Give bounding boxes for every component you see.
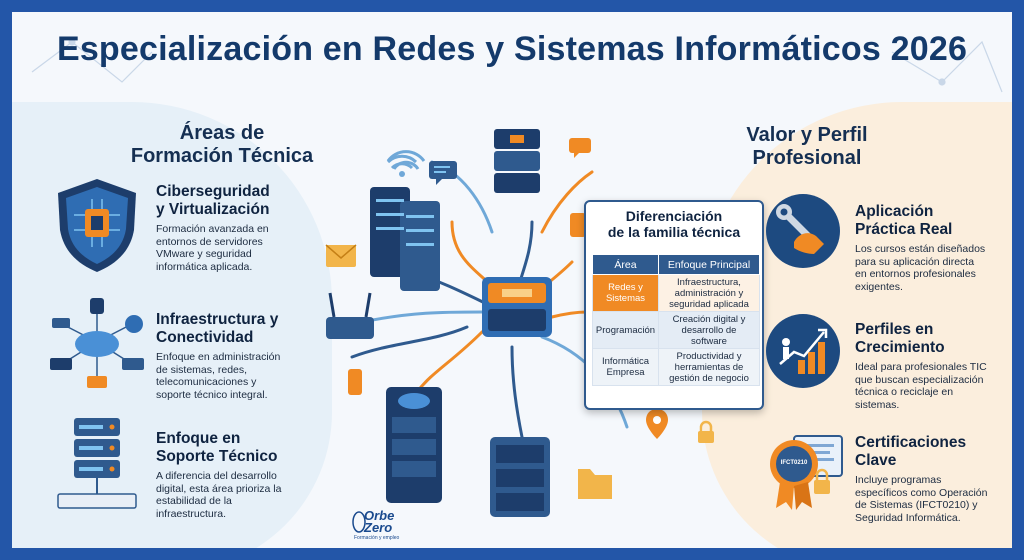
wrench-hand-icon [766,194,840,268]
table-header-enfoque: Enfoque Principal [658,254,760,275]
infographic-canvas: Especialización en Redes y Sistemas Info… [12,12,1012,548]
page-title: Especialización en Redes y Sistemas Info… [56,30,968,68]
logo-line1: Orbe [364,508,395,523]
logo-line2: Zero [364,520,393,535]
lock-icon [698,420,714,443]
logo-orbit-icon [352,511,366,533]
shield-chip-icon [58,179,136,272]
chat-bubble-icon [429,161,457,185]
servers-network-illustration [325,129,612,517]
wifi-icon [386,154,418,177]
left-panel-title-line1: Áreas de [179,122,265,144]
right-panel-title-line1: Valor y Perfil [746,124,868,146]
location-pin-icon [646,409,668,439]
server-rack-icon [57,418,137,509]
logo-tagline: Formación y empleo [354,535,400,541]
chat-bubble-icon [569,138,591,158]
certificate-badge-label: IFCT0210 [780,460,808,466]
network-cloud-icon [50,298,144,388]
table-cell-area: Programación [592,311,659,349]
differentiation-table-card: Diferenciación de la familia técnica Áre… [584,200,764,410]
left-panel-title: Áreas de Formación Técnica [122,122,322,168]
right-panel-title-line2: Profesional [752,147,862,169]
right-panel-title: Valor y Perfil Profesional [722,124,892,170]
orbe-zero-logo: Orbe Zero Formación y empleo [352,508,412,544]
table-header-area: Área [592,254,659,275]
left-panel-title-line2: Formación Técnica [130,145,314,167]
growth-chart-icon [766,314,840,388]
table-title: Diferenciación de la familia técnica [607,208,741,240]
certificate-badge-icon [770,435,843,510]
